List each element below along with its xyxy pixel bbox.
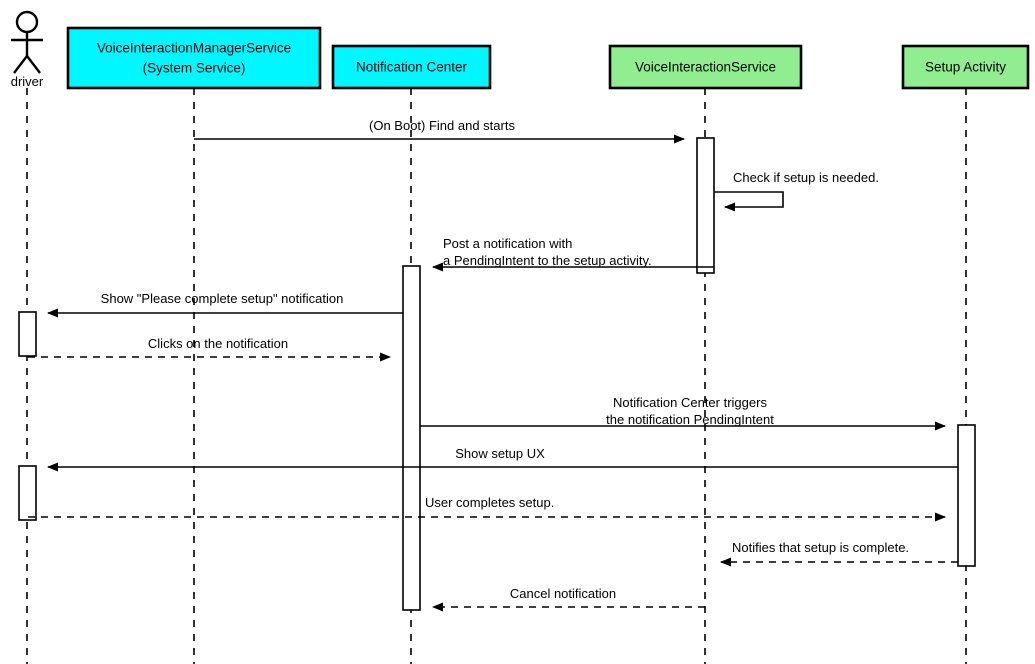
message-label: Check if setup is needed. <box>733 170 879 185</box>
activation-bar-driver <box>18 311 37 357</box>
participant-label: Notification Center <box>356 60 468 75</box>
message-label: Clicks on the notification <box>148 336 288 351</box>
participant-box[interactable] <box>901 44 1030 90</box>
activation-bar-vis <box>696 137 715 274</box>
self-message-line <box>714 191 784 212</box>
message-label: Cancel notification <box>510 586 616 601</box>
message-label: Show setup UX <box>455 446 545 461</box>
message-m3: Post a notification with a PendingIntent … <box>432 236 714 272</box>
participant-setupactivity[interactable]: Setup Activity <box>901 44 1030 90</box>
activation-bar-driver <box>18 465 37 521</box>
message-m7: Show setup UX <box>47 446 958 472</box>
message-m8: User completes setup. <box>28 495 946 522</box>
participant-box[interactable] <box>331 44 492 90</box>
message-m2: Check if setup is needed. <box>714 170 879 212</box>
message-label: User completes setup. <box>425 495 554 510</box>
activations-layer <box>18 137 976 611</box>
message-m5: Clicks on the notification <box>28 336 391 362</box>
message-m1: (On Boot) Find and starts <box>194 118 685 144</box>
message-label: Notifies that setup is complete. <box>732 540 909 555</box>
participant-vims[interactable]: VoiceInteractionManagerService (System Se… <box>66 26 322 90</box>
activation-bar-setupactivity <box>957 424 976 567</box>
participant-label-driver: driver <box>11 74 44 89</box>
message-label: Notification Center triggers <box>613 395 767 410</box>
participant-label-line2: (System Service) <box>143 61 246 76</box>
actor-head-icon <box>15 10 39 34</box>
message-m4: Show "Please complete setup" notificatio… <box>47 291 403 318</box>
message-label: (On Boot) Find and starts <box>369 118 515 133</box>
participant-box[interactable] <box>608 44 803 90</box>
message-label: the notification PendingIntent <box>606 412 774 427</box>
message-label: a PendingIntent to the setup activity. <box>443 253 652 268</box>
participant-vis[interactable]: VoiceInteractionService <box>608 44 803 90</box>
message-m9: Notifies that setup is complete. <box>720 540 958 567</box>
participant-box[interactable] <box>66 26 322 90</box>
participant-driver[interactable]: driver <box>11 10 44 89</box>
message-label: Show "Please complete setup" notificatio… <box>101 291 344 306</box>
participant-label: VoiceInteractionService <box>635 60 776 75</box>
participants-layer: driver VoiceInteractionManagerService (Sys… <box>11 10 1030 90</box>
actor-leg-right-icon <box>26 55 41 74</box>
actor-leg-left-icon <box>13 55 28 74</box>
message-m10: Cancel notification <box>432 586 705 612</box>
participant-label: Setup Activity <box>925 60 1006 75</box>
message-m6: Notification Center triggers the notifica… <box>420 395 946 431</box>
message-label: Post a notification with <box>443 236 572 251</box>
participant-label-line1: VoiceInteractionManagerService <box>97 41 291 56</box>
participant-notifcenter[interactable]: Notification Center <box>331 44 492 90</box>
activation-bar-notifcenter <box>402 265 421 611</box>
